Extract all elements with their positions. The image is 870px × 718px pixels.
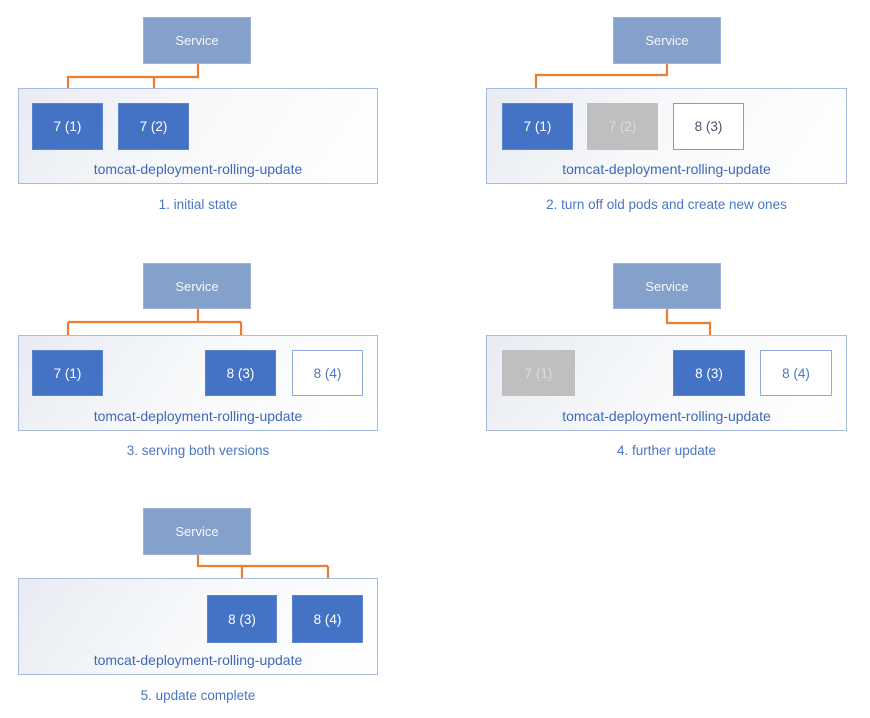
service-box: Service — [613, 17, 721, 64]
deployment-label: tomcat-deployment-rolling-update — [562, 161, 771, 177]
pod-8-3: 8 (3) — [207, 595, 277, 643]
pod-8-4: 8 (4) — [292, 595, 363, 643]
deployment-label: tomcat-deployment-rolling-update — [93, 161, 303, 177]
service-box: Service — [143, 263, 251, 309]
pod-7-1: 7 (1) — [32, 103, 103, 150]
pod-7-1: 7 (1) — [32, 350, 103, 396]
pod-7-1: 7 (1) — [502, 350, 575, 396]
pod-8-4: 8 (4) — [760, 350, 832, 396]
service-box: Service — [143, 508, 251, 555]
deployment-label: tomcat-deployment-rolling-update — [562, 408, 771, 424]
pod-8-4: 8 (4) — [292, 350, 363, 396]
pod-7-2: 7 (2) — [587, 103, 658, 150]
pod-8-3: 8 (3) — [205, 350, 276, 396]
panel-caption: 4. further update — [616, 443, 717, 458]
panel-caption: 2. turn off old pods and create new ones — [546, 197, 787, 212]
panel-caption: 3. serving both versions — [126, 443, 270, 458]
pod-7-1: 7 (1) — [502, 103, 573, 150]
pod-8-3: 8 (3) — [673, 103, 744, 150]
service-box: Service — [143, 17, 251, 64]
deployment-label: tomcat-deployment-rolling-update — [93, 408, 303, 424]
panel-caption: 1. initial state — [158, 197, 238, 212]
service-box: Service — [613, 263, 721, 309]
pod-8-3: 8 (3) — [673, 350, 745, 396]
pod-7-2: 7 (2) — [118, 103, 189, 150]
panel-caption: 5. update complete — [140, 688, 256, 703]
deployment-label: tomcat-deployment-rolling-update — [93, 652, 303, 668]
